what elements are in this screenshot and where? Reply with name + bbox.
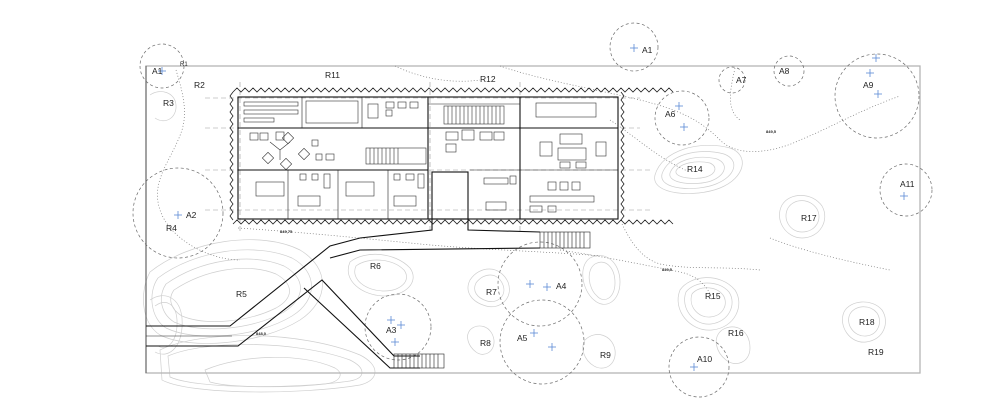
label-A7: A7 <box>736 75 747 85</box>
label-A9: A9 <box>863 80 874 90</box>
zone-A4 <box>497 241 583 327</box>
contour-hill-center <box>347 253 621 369</box>
label-A4: A4 <box>556 281 567 291</box>
label-A5: A5 <box>517 333 528 343</box>
tree-marker <box>630 44 638 52</box>
elevation-label: 849,5 <box>766 129 777 134</box>
tree-marker <box>874 90 882 98</box>
entry-hall <box>431 171 469 220</box>
label-A11: A11 <box>900 179 915 189</box>
elevation-label: 849,75 <box>280 229 293 234</box>
tree-zones <box>132 22 933 398</box>
contour-hill-southwest <box>143 239 376 393</box>
label-R2: R2 <box>194 80 205 90</box>
tree-marker <box>548 343 556 351</box>
label-R8: R8 <box>480 338 491 348</box>
zone-A1-left <box>139 43 185 89</box>
tree-marker <box>872 54 880 62</box>
elevation-label: 849,5 <box>662 267 673 272</box>
zone-A9 <box>834 53 920 139</box>
label-A6: A6 <box>665 109 676 119</box>
area-labels: A1 R1 R2 R3 R11 R12 A1 A7 A8 A9 A6 R14 A… <box>152 45 915 364</box>
building-zigzag-outline <box>232 87 674 93</box>
label-R1: R1 <box>180 62 188 68</box>
label-R6: R6 <box>370 261 381 271</box>
tree-marker <box>675 102 683 110</box>
tree-marker <box>530 329 538 337</box>
tree-marker <box>387 316 395 324</box>
tree-marker <box>391 338 399 346</box>
zone-A11 <box>879 163 933 217</box>
stairs-south <box>393 353 445 369</box>
label-A1-top: A1 <box>642 45 653 55</box>
furniture <box>243 100 607 213</box>
tree-marker <box>680 123 688 131</box>
label-R12: R12 <box>480 74 496 84</box>
zone-A5 <box>499 299 585 385</box>
zone-A1-top <box>609 22 659 72</box>
label-R15: R15 <box>705 291 721 301</box>
label-R11: R11 <box>325 70 340 80</box>
label-R17: R17 <box>801 213 817 223</box>
zone-A6 <box>654 90 710 146</box>
label-A3: A3 <box>386 325 397 335</box>
tree-marker <box>158 67 166 75</box>
label-R9: R9 <box>600 350 611 360</box>
contour-hill-east <box>149 91 886 364</box>
zone-A2 <box>132 167 224 259</box>
elevation-labels: 849,5 849,75 849,5 848,0 <box>256 129 777 336</box>
label-A1-left: A1 <box>152 66 163 76</box>
label-R5: R5 <box>236 289 247 299</box>
label-A8: A8 <box>779 66 790 76</box>
zone-A3 <box>364 293 432 361</box>
dotted-paths <box>157 65 901 301</box>
label-R3: R3 <box>163 98 174 108</box>
tree-marker <box>900 192 908 200</box>
label-A2: A2 <box>186 210 197 220</box>
label-R4: R4 <box>166 223 177 233</box>
zone-A7 <box>718 66 746 94</box>
tree-marker <box>397 321 405 329</box>
elevation-label: 848,0 <box>256 331 267 336</box>
zone-A8 <box>773 55 805 87</box>
label-R16: R16 <box>728 328 744 338</box>
terrain-contours <box>143 91 886 393</box>
tree-marker <box>866 69 874 77</box>
tree-marker <box>543 283 551 291</box>
zone-A10 <box>668 336 730 398</box>
stairs-east <box>539 231 591 249</box>
label-R19: R19 <box>868 347 884 357</box>
label-R14: R14 <box>687 164 703 174</box>
tree-markers <box>158 44 908 371</box>
building <box>229 87 674 225</box>
label-R18: R18 <box>859 317 875 327</box>
tree-marker <box>690 363 698 371</box>
tree-marker <box>174 211 182 219</box>
label-A10: A10 <box>697 354 712 364</box>
tree-marker <box>526 280 534 288</box>
label-R7: R7 <box>486 287 497 297</box>
